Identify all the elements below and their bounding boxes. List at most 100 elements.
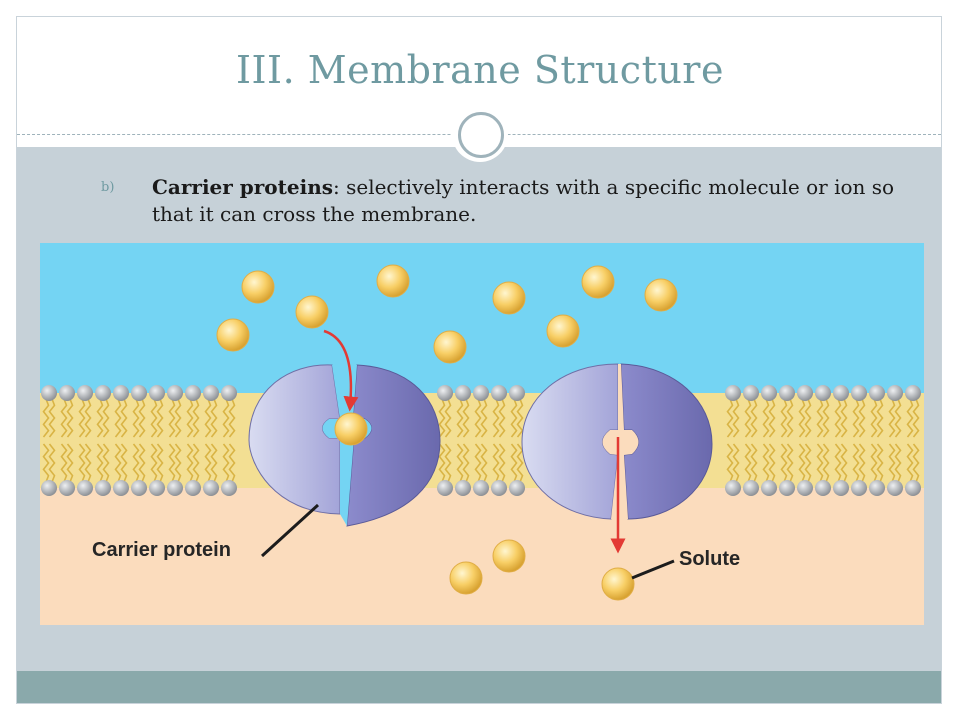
- lipid-tail: [912, 398, 920, 438]
- lipid-tail: [156, 398, 164, 438]
- lipid-tail: [114, 398, 122, 438]
- lipid-head: [779, 385, 795, 401]
- lipid-head: [743, 480, 759, 496]
- lipid-tail: [48, 443, 56, 483]
- lipid-head: [131, 480, 147, 496]
- lipid-head: [59, 480, 75, 496]
- lipid-head: [185, 480, 201, 496]
- solute-molecule: [492, 539, 526, 573]
- lipid-tail: [858, 398, 866, 438]
- lipid-tail: [822, 398, 830, 438]
- lipid-tail: [888, 443, 896, 483]
- lipid-tail: [456, 443, 464, 483]
- lipid-tail: [852, 443, 860, 483]
- lipid-tail: [150, 443, 158, 483]
- lipid-head: [491, 385, 507, 401]
- lipid-head: [833, 480, 849, 496]
- lipid-tail: [210, 443, 218, 483]
- solute-molecule: [492, 281, 526, 315]
- lipid-head: [833, 385, 849, 401]
- lipid-tail: [192, 398, 200, 438]
- lipid-tail: [438, 443, 446, 483]
- lipid-tail: [60, 398, 68, 438]
- bullet-definition: : selectively interacts with a specific …: [152, 175, 895, 226]
- lipid-tail: [768, 443, 776, 483]
- lipid-tail: [138, 443, 146, 483]
- lipid-head: [905, 385, 921, 401]
- lipid-tail: [204, 443, 212, 483]
- lipid-tail: [174, 443, 182, 483]
- lipid-head: [761, 480, 777, 496]
- lipid-head: [815, 385, 831, 401]
- lipid-tail: [894, 398, 902, 438]
- lipid-tail: [822, 443, 830, 483]
- lipid-tail: [444, 443, 452, 483]
- solute-label: Solute: [679, 548, 741, 570]
- lipid-tail: [102, 443, 110, 483]
- lipid-tail: [834, 398, 842, 438]
- divider-ring-icon: [452, 106, 508, 162]
- lipid-tail: [906, 398, 914, 438]
- lipid-tail: [120, 443, 128, 483]
- lipid-head: [95, 480, 111, 496]
- lipid-tail: [462, 398, 470, 438]
- lipid-tail: [510, 398, 518, 438]
- lipid-tail: [84, 398, 92, 438]
- carrier-protein-figure: Carrier protein Solute: [40, 243, 924, 625]
- lipid-head: [455, 385, 471, 401]
- lipid-heads: [41, 385, 921, 496]
- lipid-head: [797, 385, 813, 401]
- lipid-tail: [762, 398, 770, 438]
- lipid-head: [203, 385, 219, 401]
- lipid-head: [167, 385, 183, 401]
- lipid-tail: [816, 398, 824, 438]
- lipid-head: [149, 480, 165, 496]
- lipid-head: [473, 385, 489, 401]
- solute-molecule: [433, 330, 467, 364]
- solute-molecule: [334, 412, 368, 446]
- lipid-head: [95, 385, 111, 401]
- slide-frame: [16, 16, 942, 704]
- lipid-head: [869, 385, 885, 401]
- solute-molecule: [295, 295, 329, 329]
- lipid-head: [221, 385, 237, 401]
- lipid-head: [851, 385, 867, 401]
- solute-molecules: [216, 264, 678, 601]
- lipid-tail-layer: [40, 393, 924, 488]
- carrier-protein-open-inside: [521, 363, 713, 520]
- lipid-tail: [492, 398, 500, 438]
- lipid-head: [59, 385, 75, 401]
- lipid-tail: [804, 398, 812, 438]
- lipid-tail: [726, 398, 734, 438]
- lipid-head: [203, 480, 219, 496]
- lipid-tail: [894, 443, 902, 483]
- lipid-tail: [156, 443, 164, 483]
- lipid-tail: [480, 443, 488, 483]
- lipid-tail: [186, 398, 194, 438]
- lipid-head: [77, 385, 93, 401]
- lipid-tail: [138, 398, 146, 438]
- lipid-head: [869, 480, 885, 496]
- lipid-tail: [114, 443, 122, 483]
- lipid-head: [455, 480, 471, 496]
- lipid-tail: [858, 443, 866, 483]
- carrier-protein-open-outside: [248, 364, 441, 527]
- lipid-tail: [474, 443, 482, 483]
- lipid-tail: [174, 398, 182, 438]
- solute-molecule: [581, 265, 615, 299]
- lipid-tail: [876, 443, 884, 483]
- lipid-tail: [168, 398, 176, 438]
- lipid-tail: [66, 398, 74, 438]
- lipid-head: [779, 480, 795, 496]
- lipid-tail: [510, 443, 518, 483]
- lipid-head: [437, 385, 453, 401]
- lipid-tail: [834, 443, 842, 483]
- solute-molecule: [376, 264, 410, 298]
- lipid-head: [113, 480, 129, 496]
- lipid-tail: [780, 398, 788, 438]
- lipid-tail: [78, 443, 86, 483]
- bullet-text: Carrier proteins: selectively interacts …: [152, 174, 932, 228]
- lipid-tail: [120, 398, 128, 438]
- lipid-tail: [150, 398, 158, 438]
- lipid-tail: [66, 443, 74, 483]
